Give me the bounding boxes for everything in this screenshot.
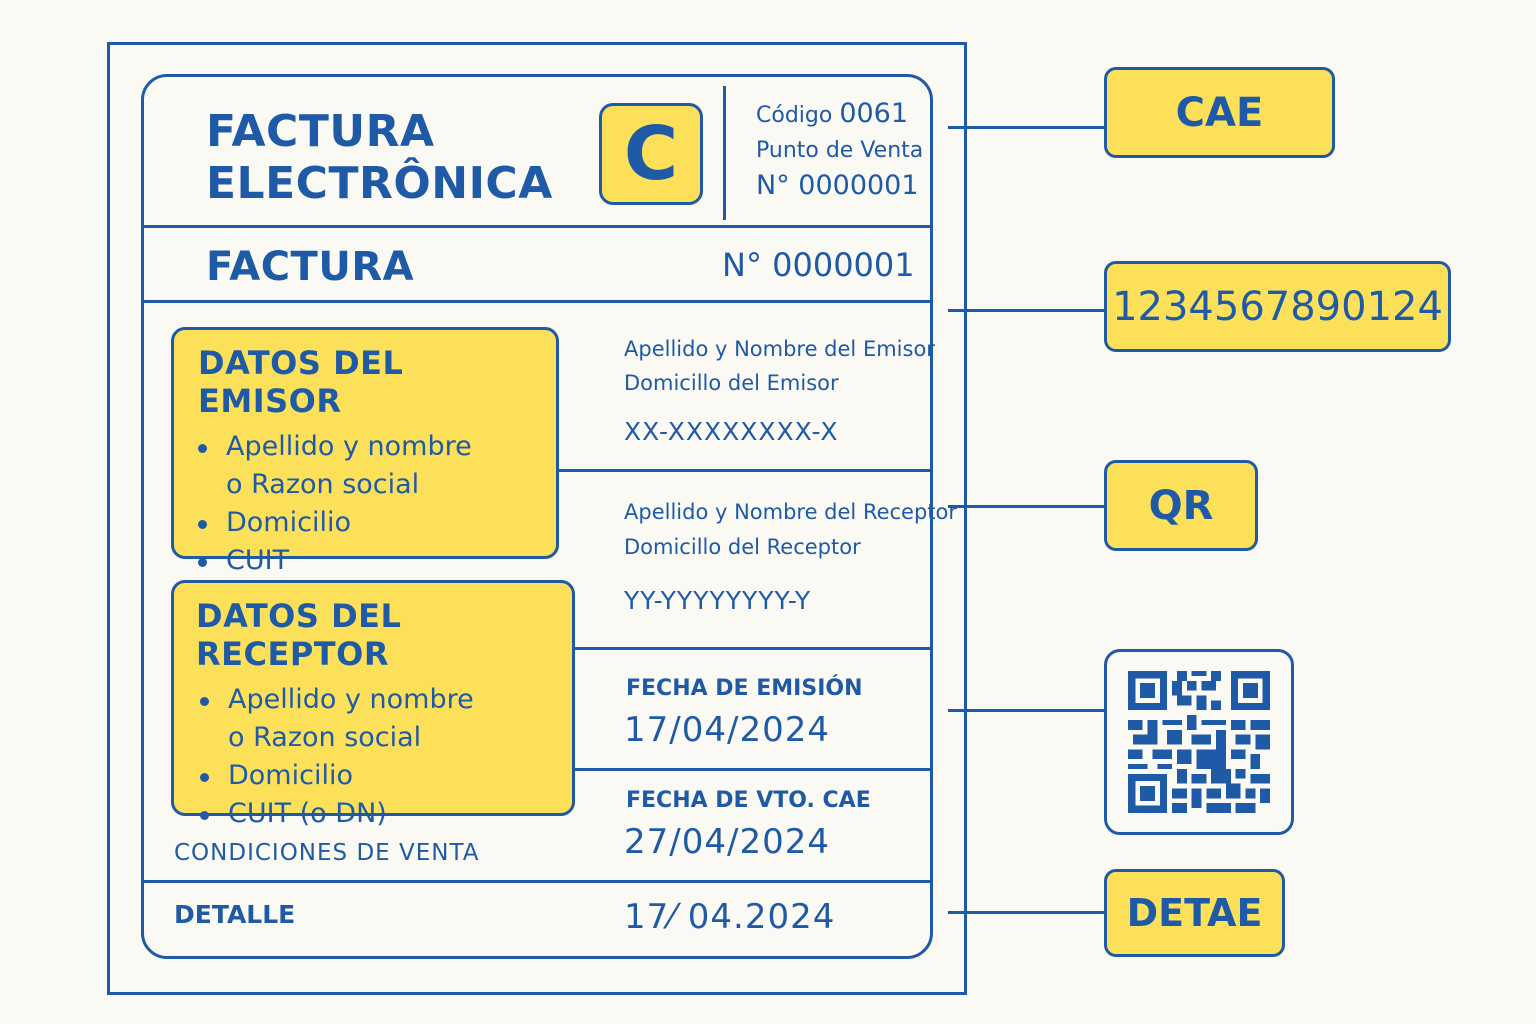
divider bbox=[575, 768, 931, 771]
invoice-type-badge: C bbox=[599, 103, 703, 205]
invoice-title: FACTURA ELECTRÔNICA bbox=[206, 106, 553, 210]
callout-detalle: DETAE bbox=[1104, 869, 1285, 957]
receptor-detail-name: Apellido y Nombre del Receptor bbox=[624, 500, 958, 524]
emisor-detail-address: Domicillo del Emisor bbox=[624, 371, 839, 395]
connector-cae bbox=[948, 126, 1106, 129]
factura-label: FACTURA bbox=[206, 244, 415, 290]
connector-detalle bbox=[948, 911, 1106, 914]
connector-qr bbox=[948, 505, 1106, 508]
codigo-label: Código bbox=[756, 103, 833, 128]
header-numero: N° 0000001 bbox=[756, 170, 919, 201]
codigo-value: 0061 bbox=[839, 98, 909, 129]
receptor-item-cuit: CUIT (o DN) bbox=[200, 795, 572, 833]
title-line-1: FACTURA bbox=[206, 106, 435, 157]
emisor-detail-cuit: XX-XXXXXXXX-X bbox=[624, 417, 839, 446]
receptor-heading: DATOS DEL RECEPTOR bbox=[196, 597, 402, 673]
receptor-detail-address: Domicillo del Receptor bbox=[624, 535, 861, 559]
divider bbox=[575, 647, 931, 650]
connector-qr-image bbox=[948, 709, 1106, 712]
callout-qr-image bbox=[1104, 649, 1294, 835]
header-code-block: Código 0061 Punto de Venta N° 0000001 bbox=[756, 96, 923, 203]
callout-qr: QR bbox=[1104, 460, 1258, 551]
fecha-vto-cae-value: 27/04/2024 bbox=[624, 822, 830, 862]
detalle-value: 17⁄ 04.2024 bbox=[624, 897, 836, 937]
connector-cae-number bbox=[948, 309, 1106, 312]
fecha-emision-value: 17/04/2024 bbox=[624, 710, 830, 750]
emisor-heading: DATOS DEL EMISOR bbox=[198, 344, 404, 420]
invoice-type-letter: C bbox=[623, 111, 679, 197]
divider bbox=[143, 880, 931, 883]
punto-de-venta-label: Punto de Venta bbox=[756, 138, 924, 163]
qr-code-icon bbox=[1128, 671, 1270, 813]
divider bbox=[559, 469, 931, 472]
emisor-detail-name: Apellido y Nombre del Emisor bbox=[624, 337, 935, 361]
callout-cae-number-label: 1234567890124 bbox=[1112, 283, 1443, 330]
emisor-item-domicilio: Domicilio bbox=[198, 504, 556, 542]
invoice-card bbox=[141, 74, 933, 959]
callout-qr-label: QR bbox=[1148, 482, 1214, 529]
divider bbox=[143, 300, 931, 303]
callout-cae-label: CAE bbox=[1175, 89, 1264, 136]
divider bbox=[143, 225, 931, 228]
detalle-label: DETALLE bbox=[174, 900, 296, 929]
fecha-vto-cae-label: FECHA DE VTO. CAE bbox=[626, 788, 871, 813]
callout-cae: CAE bbox=[1104, 67, 1335, 158]
callout-detalle-label: DETAE bbox=[1126, 891, 1263, 935]
factura-numero: N° 0000001 bbox=[722, 246, 915, 284]
header-divider bbox=[723, 86, 726, 220]
emisor-item-cuit: CUIT bbox=[198, 542, 556, 580]
title-line-2: ELECTRÔNICA bbox=[206, 158, 553, 209]
callout-cae-number: 1234567890124 bbox=[1104, 261, 1451, 352]
receptor-detail-cuit: YY-YYYYYYYY-Y bbox=[624, 586, 812, 615]
condiciones-de-venta-label: CONDICIONES DE VENTA bbox=[174, 840, 480, 866]
document-frame bbox=[107, 42, 967, 995]
fecha-emision-label: FECHA DE EMISIÓN bbox=[626, 676, 863, 701]
receptor-item-domicilio: Domicilio bbox=[200, 757, 572, 795]
